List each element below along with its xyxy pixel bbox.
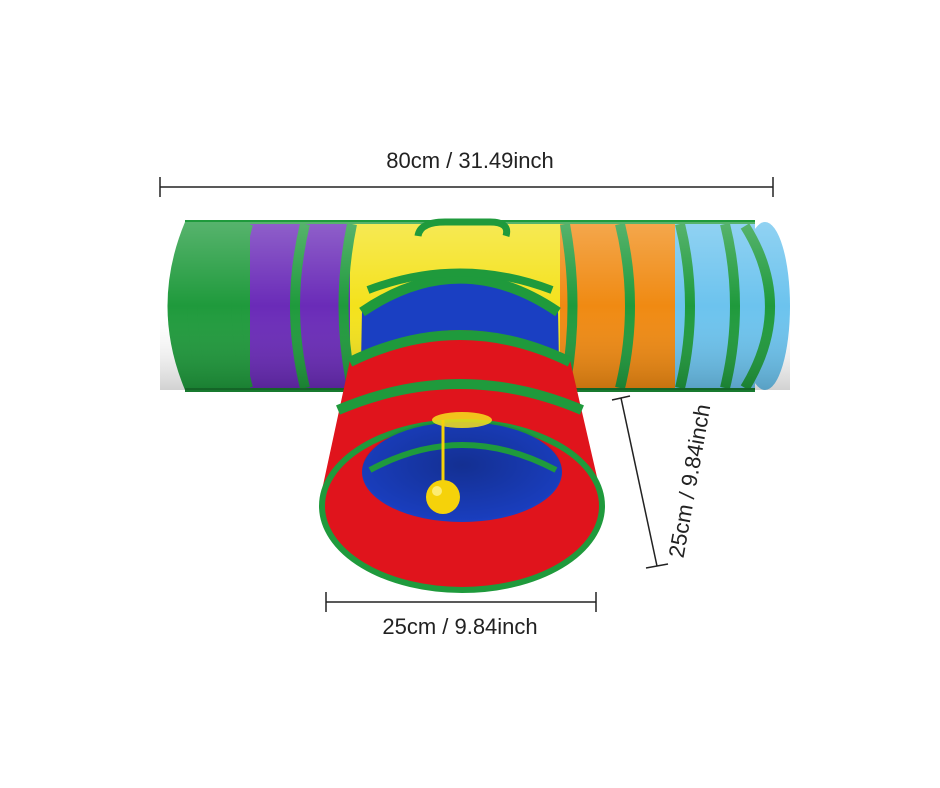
hanging-ball-toy — [426, 420, 460, 514]
diameter-dimension-line — [325, 592, 597, 612]
front-tube — [319, 268, 605, 593]
width-dimension-line — [159, 177, 774, 197]
width-label: 80cm / 31.49inch — [386, 148, 554, 173]
diameter-label: 25cm / 9.84inch — [382, 614, 538, 639]
height-dimension-line — [611, 395, 669, 569]
